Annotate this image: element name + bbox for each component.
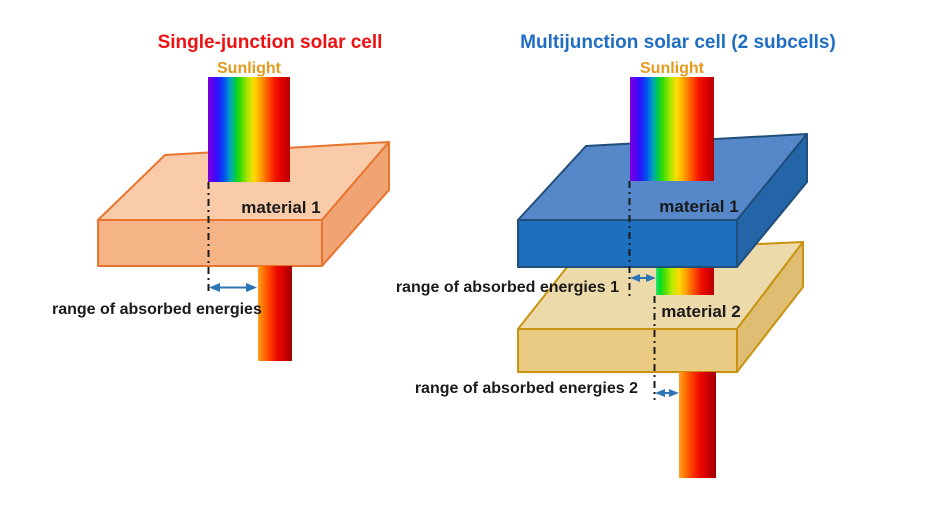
- absorbed-range-arrow-1: [630, 274, 656, 282]
- transmitted-light-bar-right: [679, 372, 716, 478]
- material1-label-single: material 1: [241, 198, 320, 217]
- absorbed-range-arrow-left: [209, 283, 257, 292]
- material2-label-multi: material 2: [661, 302, 740, 321]
- arrowhead-right: [646, 274, 656, 282]
- arrowhead-left: [630, 274, 640, 282]
- arrowhead-left: [209, 283, 220, 292]
- sunlight-label-left: Sunlight: [217, 60, 282, 77]
- multijunction-title: Multijunction solar cell (2 subcells): [520, 32, 836, 53]
- sunlight-spectrum-bar-left: [208, 77, 290, 182]
- arrowhead-left: [655, 389, 665, 397]
- range-of-absorbed-energies-2-label: range of absorbed energies 2: [415, 380, 638, 397]
- multijunction-panel: Multijunction solar cell (2 subcells) Su…: [396, 32, 836, 478]
- slab-front-face: [97, 219, 323, 267]
- absorbed-range-arrow-2: [655, 389, 679, 397]
- single-junction-panel: Single-junction solar cell Sunlight mate…: [52, 32, 390, 361]
- range-of-absorbed-energies-label: range of absorbed energies: [52, 301, 262, 318]
- sunlight-label-right: Sunlight: [640, 60, 705, 77]
- single-junction-title: Single-junction solar cell: [158, 32, 383, 53]
- transmitted-light-bar-left: [258, 266, 292, 361]
- after-material1-light-bar: [656, 265, 714, 295]
- range-of-absorbed-energies-1-label: range of absorbed energies 1: [396, 279, 619, 296]
- sunlight-spectrum-bar-right: [630, 77, 714, 181]
- arrowhead-right: [246, 283, 257, 292]
- slab-front-face: [517, 219, 738, 268]
- material1-label-multi: material 1: [659, 197, 738, 216]
- arrowhead-right: [669, 389, 679, 397]
- slab-front-face: [517, 328, 738, 373]
